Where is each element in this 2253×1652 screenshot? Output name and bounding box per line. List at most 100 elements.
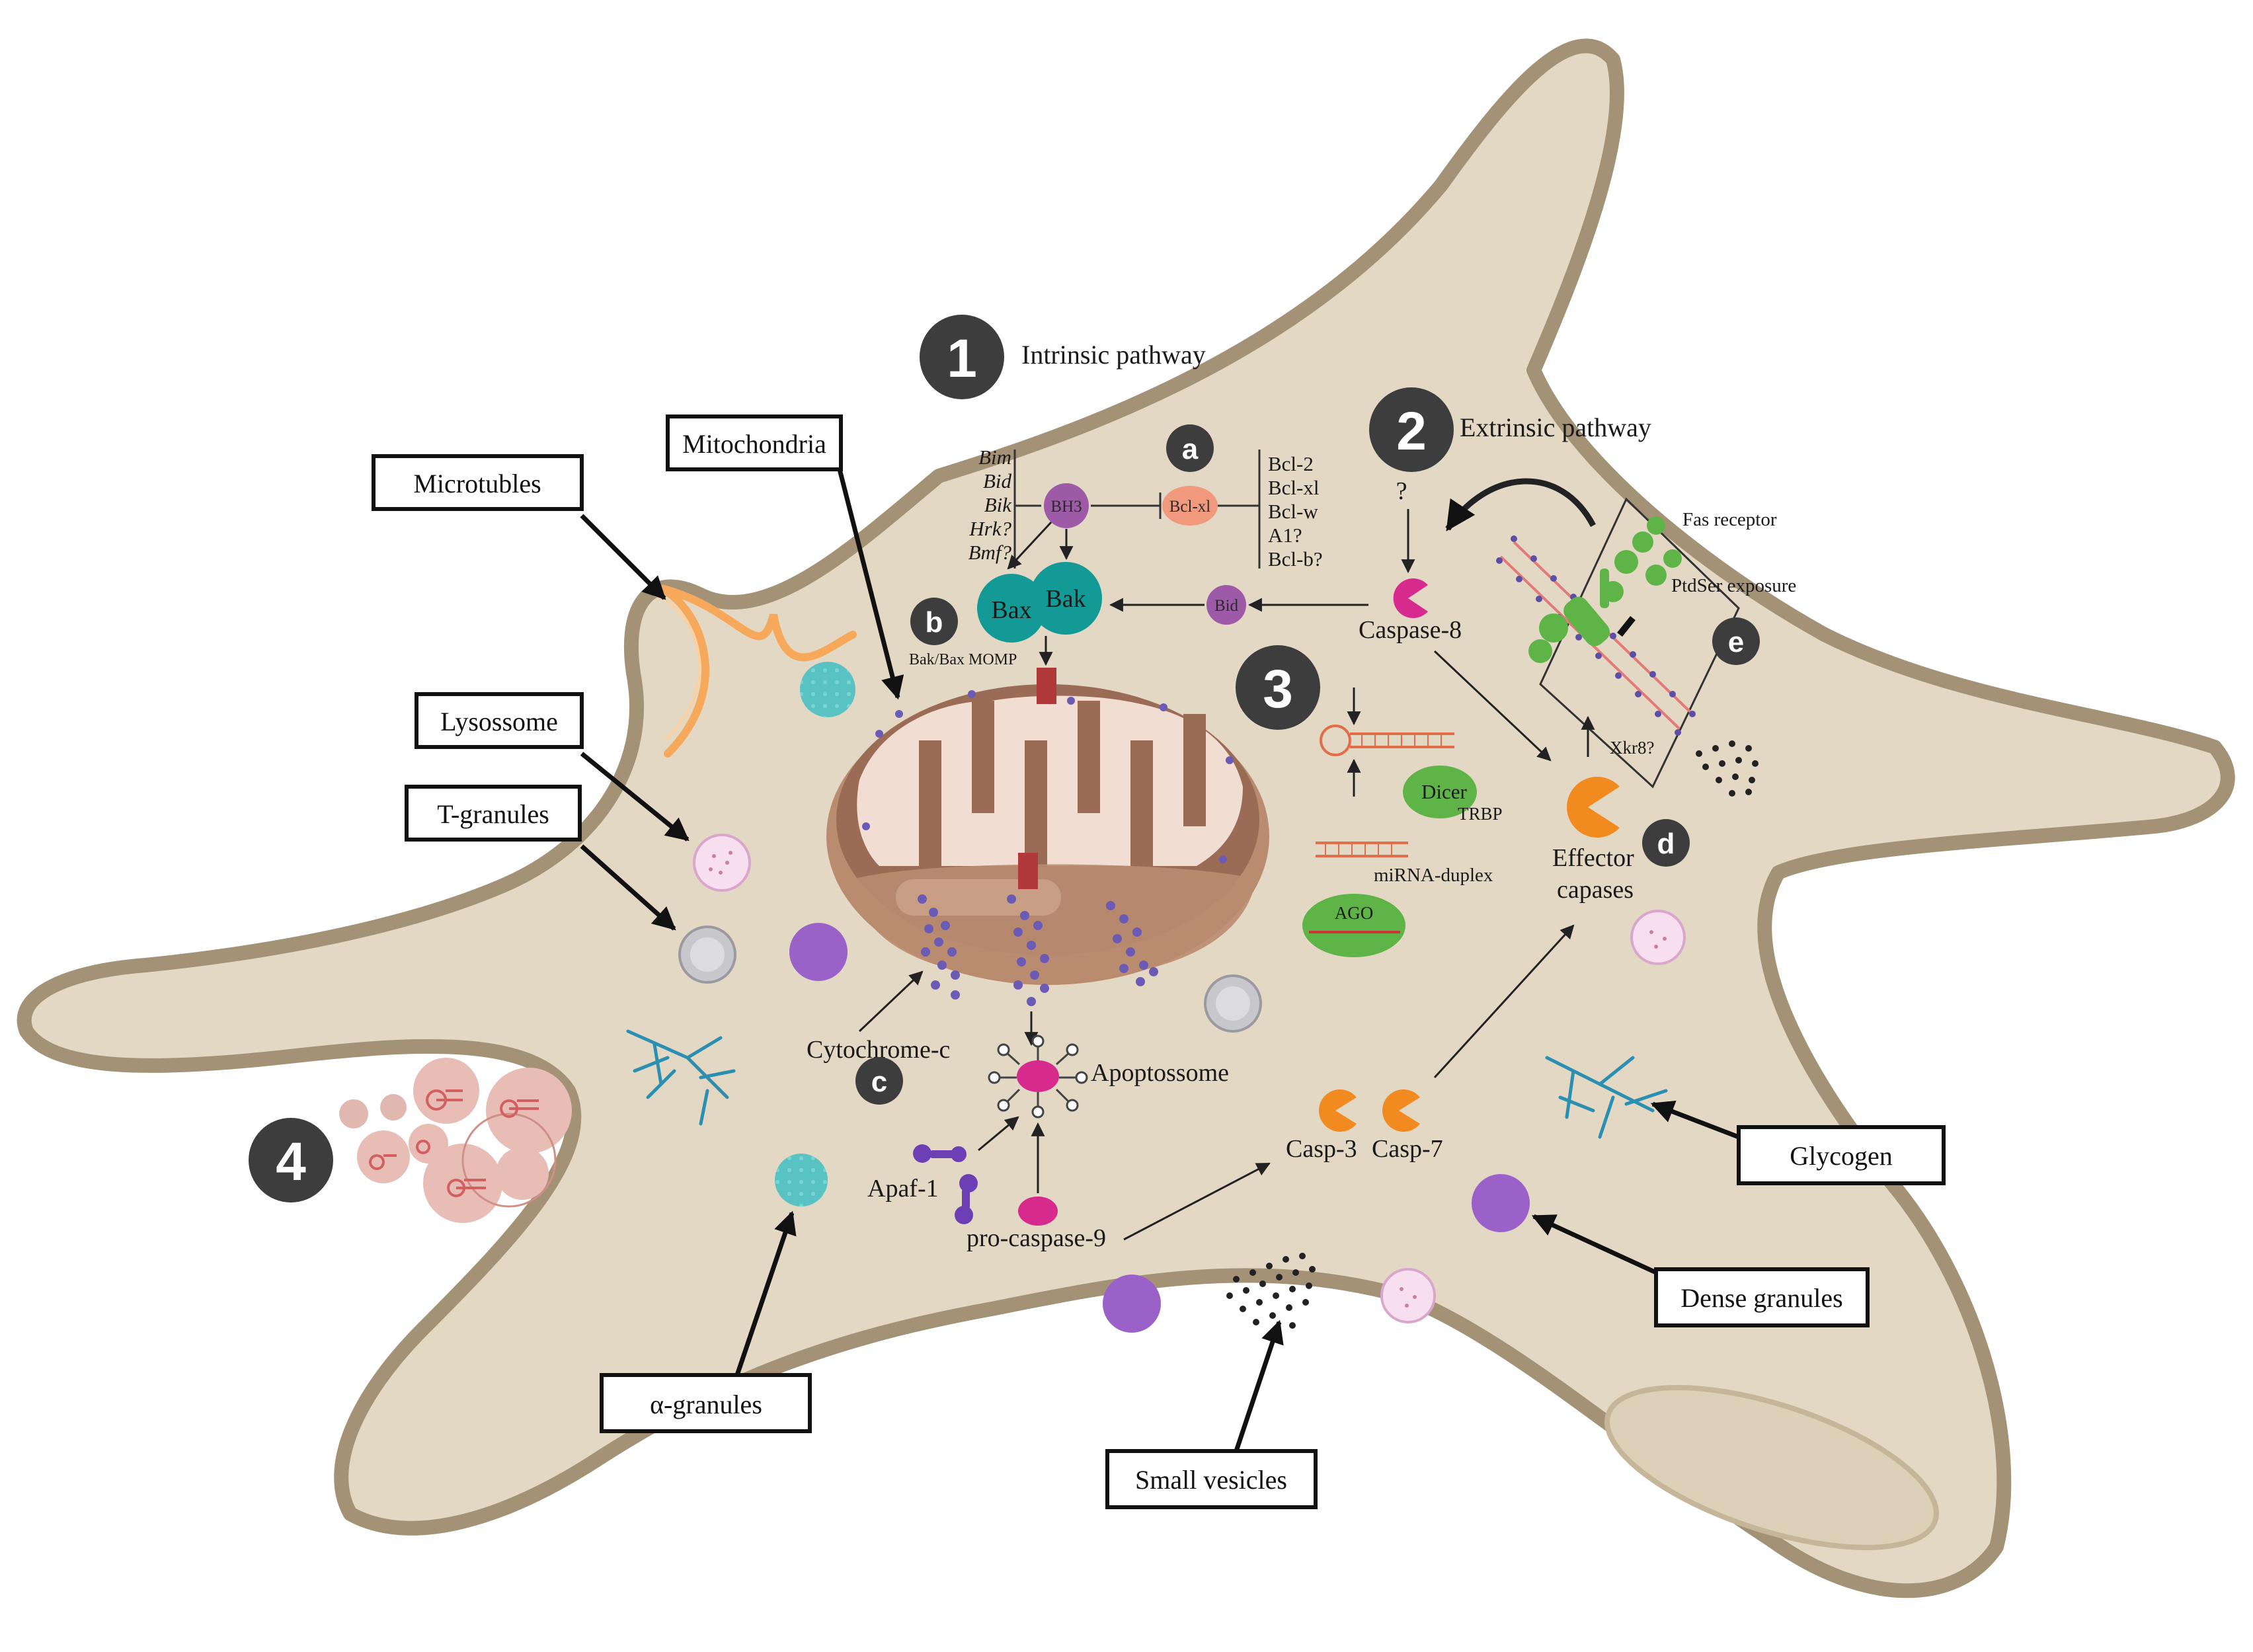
badge-2 [1369, 387, 1454, 472]
bid-label: Bid [1214, 597, 1239, 615]
badge-a [1166, 424, 1214, 472]
mirna-duplex-label: miRNA-duplex [1374, 865, 1493, 886]
callout-mitochondria [666, 414, 843, 471]
badge-4-number: 4 [276, 1132, 306, 1192]
badge-e-letter: e [1728, 626, 1744, 658]
mitochondrion [826, 668, 1269, 1006]
effector-label-2: capases [1557, 876, 1634, 904]
badge-d-letter: d [1657, 828, 1675, 860]
callout-microtubules-label: Microtubles [413, 469, 541, 498]
badge-b-letter: b [926, 606, 943, 639]
trbp-label: TRBP [1458, 804, 1503, 824]
casp3-label: Casp-3 [1286, 1135, 1357, 1163]
casp7-protein [1382, 1089, 1420, 1132]
microtubules [659, 584, 857, 758]
caspase8-protein [1393, 578, 1428, 619]
bak-label: Bak [1045, 585, 1086, 613]
bax-label: Bax [991, 596, 1031, 624]
caspase8-label: Caspase-8 [1359, 616, 1462, 644]
dense-granule-2 [1103, 1275, 1161, 1333]
callout-lysosome-label: Lysossome [440, 707, 558, 736]
intrinsic-pathway-label: Intrinsic pathway [1021, 340, 1206, 370]
callout-dense-granules-label: Dense granules [1680, 1283, 1842, 1313]
callout-mitochondria-label: Mitochondria [682, 429, 826, 459]
dense-granule [789, 923, 848, 981]
open-canalicular-system [1604, 1385, 1940, 1550]
callout-lysosome [415, 692, 584, 749]
lysosome-2 [1380, 1268, 1436, 1323]
small-vesicle-cluster [1226, 1253, 1316, 1335]
anti-apoptotic-a1: A1? [1268, 524, 1302, 547]
callout-glycogen-label: Glycogen [1790, 1141, 1893, 1171]
anti-apoptotic-bcl2: Bcl-2 [1268, 452, 1314, 475]
bh3-only-bid: Bid [983, 469, 1012, 492]
badge-4 [249, 1118, 333, 1202]
glycogen-cluster-2 [1545, 1056, 1668, 1139]
ago-label: AGO [1335, 903, 1374, 923]
bh3-only-bim: Bim [978, 446, 1011, 469]
lysosome [693, 834, 751, 892]
dicer-label: Dicer [1421, 780, 1468, 803]
apoptosome-label: Apoptossome [1091, 1059, 1229, 1087]
bh3-only-bmf: Bmf? [968, 541, 1012, 564]
anti-apoptotic-bclb: Bcl-b? [1268, 547, 1323, 570]
fas-receptor-label: Fas receptor [1682, 509, 1777, 530]
badge-e [1712, 617, 1760, 665]
badge-c-letter: c [871, 1066, 887, 1098]
xkr8-label: Xkr8? [1610, 738, 1654, 758]
badge-d [1642, 819, 1690, 867]
ago-protein [1302, 894, 1405, 957]
badge-c [855, 1057, 903, 1105]
pro-caspase-9-label: pro-caspase-9 [967, 1224, 1106, 1252]
bh3-label: BH3 [1050, 498, 1082, 516]
ptdser-label: PtdSer exposure [1671, 575, 1796, 596]
small-vesicle-cluster-2 [1696, 740, 1759, 797]
bax-protein [977, 574, 1046, 643]
badge-2-number: 2 [1396, 401, 1427, 461]
badge-b [910, 598, 958, 645]
callout-small-vesicles [1105, 1449, 1318, 1509]
bid-protein [1206, 585, 1246, 625]
callout-t-granules-label: T-granules [437, 799, 549, 829]
anti-apoptotic-bclxl: Bcl-xl [1268, 476, 1320, 499]
extrinsic-pathway-label: Extrinsic pathway [1460, 413, 1651, 442]
casp3-protein [1319, 1089, 1357, 1132]
effector-label: Effector [1552, 844, 1634, 872]
badge-1-number: 1 [947, 329, 977, 389]
apaf1-label: Apaf-1 [867, 1175, 939, 1202]
extrinsic-question: ? [1396, 477, 1407, 505]
glycogen-cluster [626, 1029, 736, 1126]
dicer-protein [1403, 766, 1477, 818]
bcl-xl-label: Bcl-xl [1169, 498, 1211, 516]
badge-1 [920, 315, 1004, 399]
callout-dense-granules [1654, 1267, 1870, 1327]
apaf1-protein [913, 1144, 978, 1224]
callout-alpha-granules [600, 1373, 812, 1433]
pro-caspase-9-protein [1018, 1197, 1058, 1226]
mirna-hairpin [1320, 725, 1454, 756]
callout-alpha-granules-label: α-granules [650, 1390, 762, 1419]
lysosome-3 [1630, 910, 1686, 965]
callout-small-vesicles-label: Small vesicles [1135, 1465, 1287, 1495]
bcl-xl-protein [1162, 486, 1218, 526]
momp-label: Bak/Bax MOMP [909, 651, 1017, 668]
bh3-only-bik: Bik [984, 493, 1013, 516]
effector-caspase-protein [1567, 777, 1620, 838]
callout-glycogen [1737, 1125, 1946, 1185]
badge-3 [1236, 645, 1320, 730]
anti-apoptotic-bclw: Bcl-w [1268, 500, 1318, 523]
badge-3-number: 3 [1263, 659, 1293, 719]
microvesicles [339, 1058, 572, 1223]
mirna-duplex [1316, 842, 1408, 857]
bh3-only-hrk: Hrk? [968, 517, 1011, 540]
fas-receptor-inset [1496, 497, 1740, 789]
callout-microtubules [372, 454, 584, 511]
bh3-pill [1044, 483, 1089, 528]
bak-protein [1029, 562, 1102, 635]
callout-t-granules [405, 785, 582, 842]
badge-a-letter: a [1182, 433, 1199, 465]
casp7-label: Casp-7 [1372, 1135, 1443, 1163]
dense-granule-3 [1472, 1174, 1530, 1232]
apoptosome [988, 1035, 1088, 1119]
